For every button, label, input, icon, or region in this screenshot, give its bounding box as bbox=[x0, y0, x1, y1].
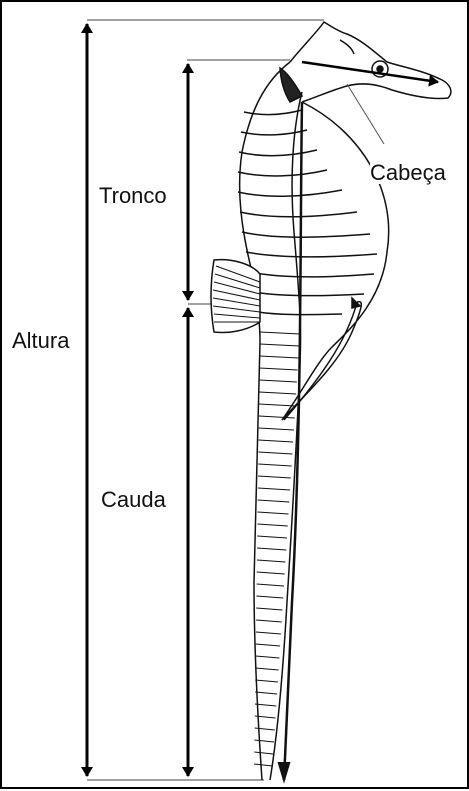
tail-ring bbox=[255, 668, 278, 670]
tail-ring bbox=[260, 368, 298, 370]
tail-ring bbox=[259, 404, 295, 406]
tail-ring bbox=[255, 692, 277, 694]
tail-ring bbox=[256, 608, 282, 610]
tail-tip-arrow bbox=[278, 762, 290, 782]
tail-ring bbox=[256, 644, 280, 646]
seahorse-illustration bbox=[211, 22, 451, 780]
tail-rings bbox=[254, 332, 300, 766]
tail-ring bbox=[258, 464, 291, 466]
tail-ring bbox=[257, 572, 285, 574]
tail-ring bbox=[257, 584, 284, 586]
tail-ring bbox=[259, 428, 294, 430]
tail-ring bbox=[258, 512, 289, 514]
tail-ring bbox=[254, 740, 274, 742]
tail-ring bbox=[257, 536, 287, 538]
tail-ring bbox=[258, 488, 290, 490]
tail-ring bbox=[259, 440, 294, 442]
tail-ring bbox=[260, 344, 299, 346]
tail-ring bbox=[254, 752, 273, 754]
tail-ring bbox=[258, 500, 290, 502]
label-cabeca: Cabeça bbox=[370, 162, 446, 184]
tail-ring bbox=[257, 560, 286, 562]
tail-ring bbox=[258, 452, 292, 454]
tail-ring bbox=[256, 656, 280, 658]
tail-ring bbox=[260, 356, 299, 358]
tail-ring bbox=[259, 416, 295, 418]
label-cauda: Cauda bbox=[101, 489, 166, 511]
label-altura: Altura bbox=[12, 330, 69, 352]
tail-ring bbox=[259, 380, 297, 382]
label-tronco: Tronco bbox=[99, 185, 167, 207]
tail-ring bbox=[256, 596, 283, 598]
tail-ring bbox=[255, 680, 278, 682]
tail-ring bbox=[260, 332, 300, 334]
tail-ring bbox=[254, 764, 272, 766]
tail-ring bbox=[257, 524, 287, 526]
tail-ring bbox=[257, 548, 286, 550]
tail-ring bbox=[259, 392, 296, 394]
tail-ring bbox=[255, 728, 275, 730]
tail-ring bbox=[258, 476, 291, 478]
tail-ring bbox=[256, 620, 282, 622]
tail-ring bbox=[256, 632, 281, 634]
